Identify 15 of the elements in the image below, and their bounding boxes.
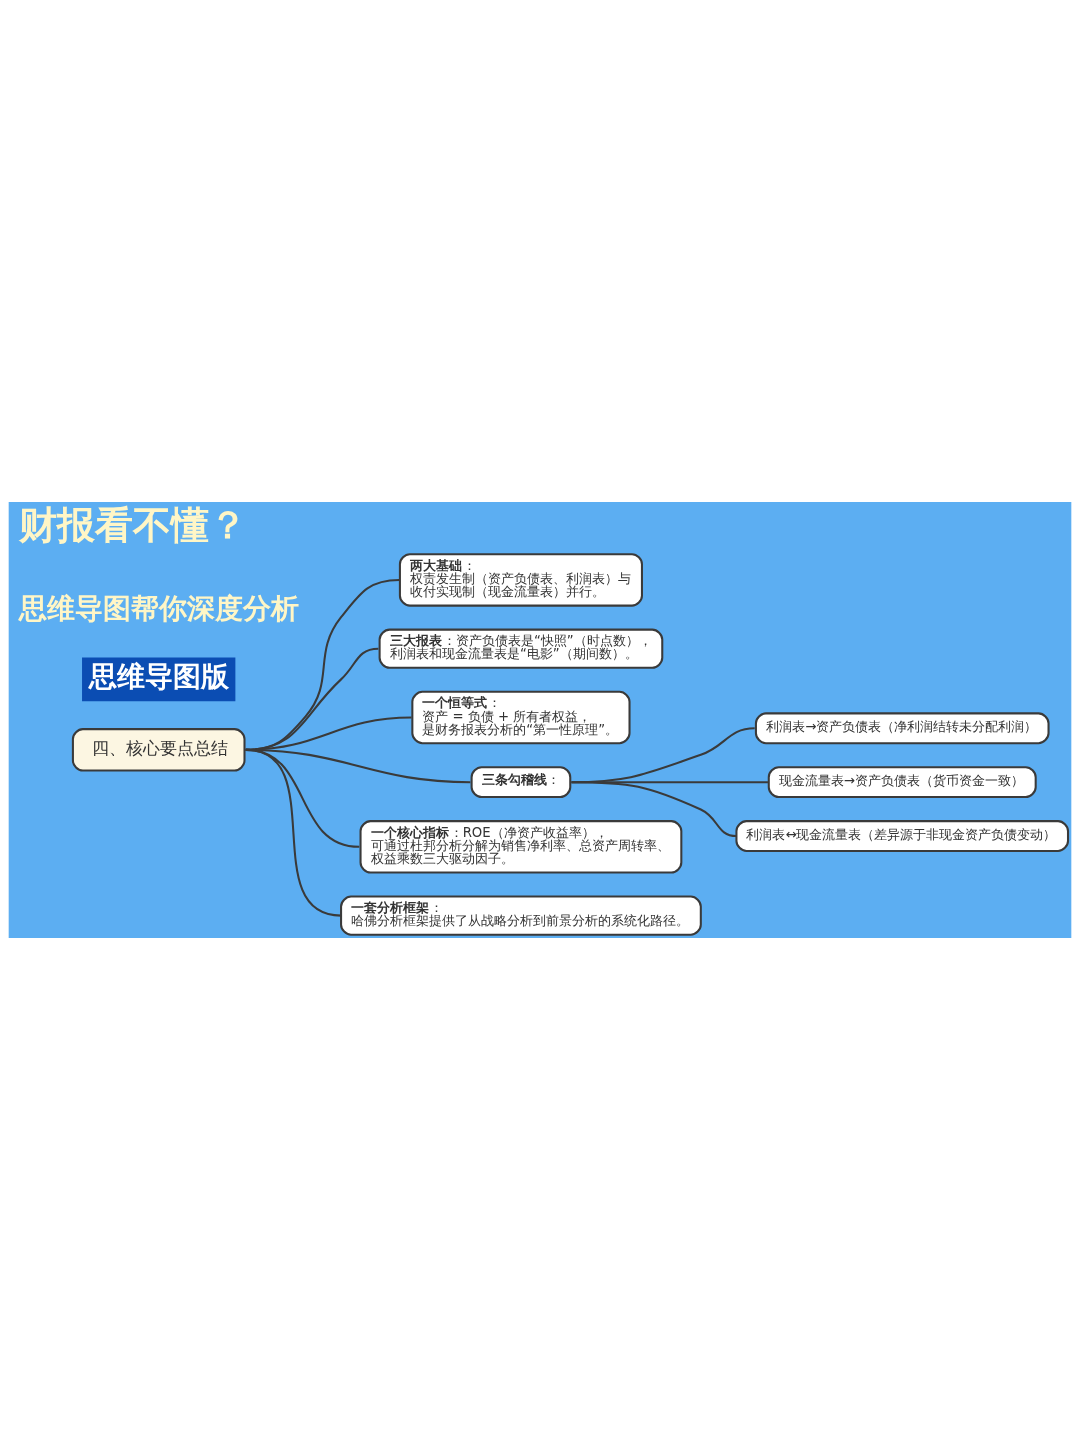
node-box: 一套分析框架： 哈佛分析框架提供了从战略分析到前景分析的系统化路径。 <box>340 895 702 936</box>
connector <box>245 748 342 917</box>
label: 思维导图帮你深度分析 <box>18 591 299 625</box>
node-box: 四、核心要点总结 <box>71 728 246 772</box>
diagram-title: 财报看不懂？ <box>18 503 247 548</box>
node-box: 利润表→资产负债表（净利润结转未分配利润） <box>754 712 1050 745</box>
connector <box>571 781 737 838</box>
node-box: 现金流量表→资产负债表（货币资金一致） <box>767 766 1037 799</box>
node-box: 三条勾稽线： <box>470 766 572 799</box>
node-box: 两大基础： 权责发生制（资产负债表、利润表）与收付实现制（现金流量表）并行。 <box>398 553 643 607</box>
node-box: 一个恒等式： 资产 = 负债 + 所有者权益，是财务报表分析的“第一性原理”。 <box>411 690 631 745</box>
node-box: 三大报表：资产负债表是“快照”（时点数），利润表和现金流量表是“电影”（期间数）。 <box>378 628 664 669</box>
label: 思维导图版 <box>89 660 230 694</box>
node-box: 利润表↔现金流量表（差异源于非现金资产负债变动） <box>735 820 1070 852</box>
node-box: 一个核心指标：ROE（净资产收益率），可通过杜邦分析分解为销售净利率、总资产周转率、权益乘数三大驱动因子。 <box>359 820 683 874</box>
